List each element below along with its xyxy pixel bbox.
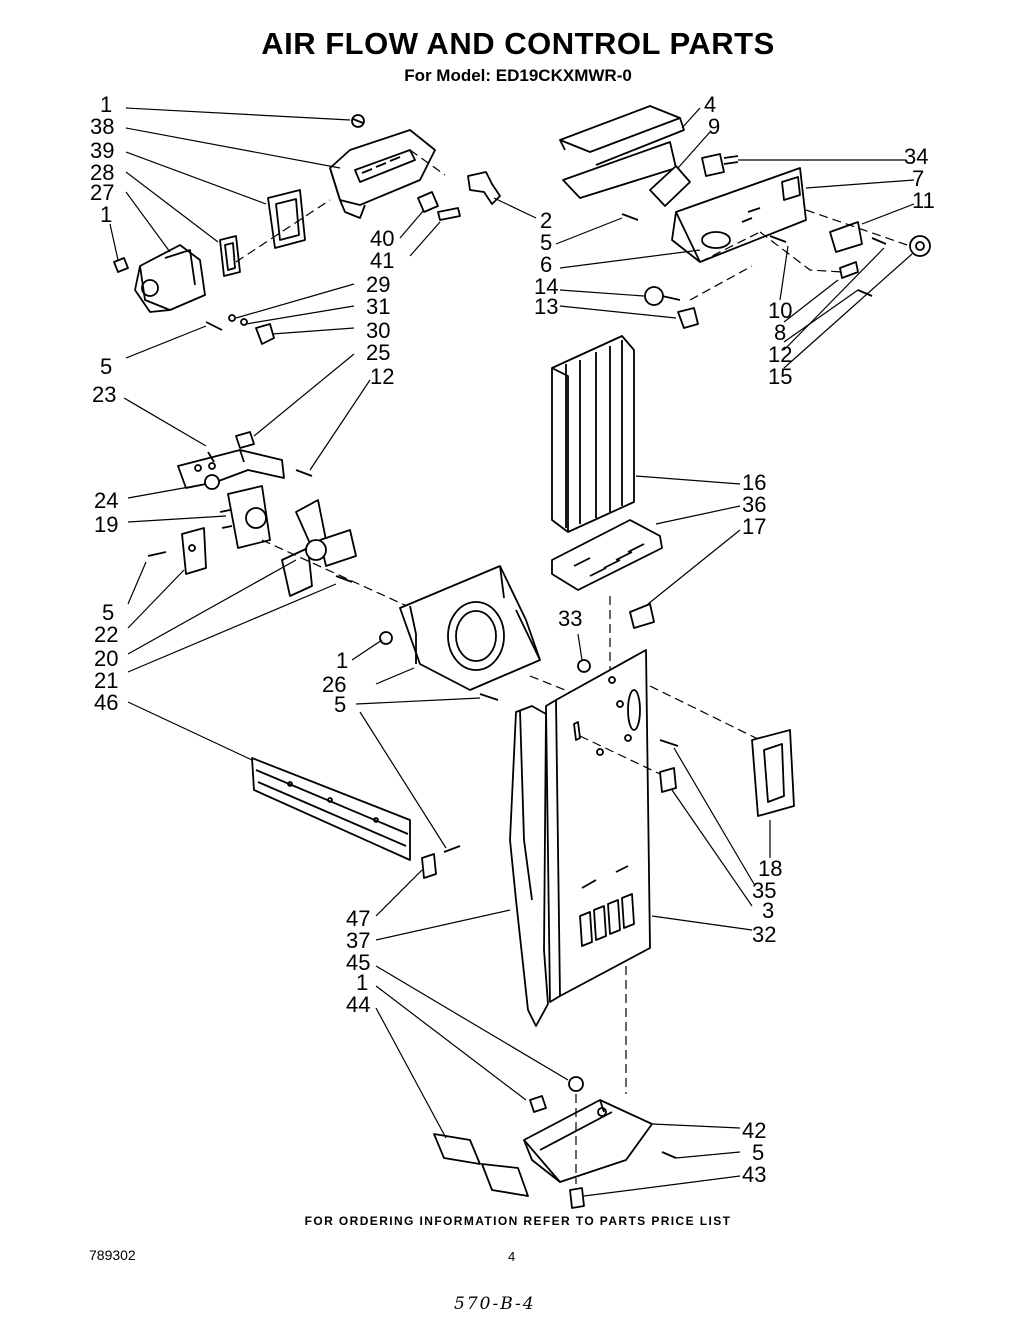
- callout: 42: [742, 1118, 766, 1143]
- callout: 37: [346, 928, 370, 953]
- callout: 6: [540, 252, 552, 277]
- callout: 16: [742, 470, 766, 495]
- callout: 9: [708, 114, 720, 139]
- callout: 5: [752, 1140, 764, 1165]
- callout: 3: [762, 898, 774, 923]
- callout: 12: [768, 342, 792, 367]
- callout: 18: [758, 856, 782, 881]
- light-control-group: [559, 105, 931, 301]
- callout: 34: [904, 144, 928, 169]
- callout: 47: [346, 906, 370, 931]
- callout: 38: [90, 114, 114, 139]
- rear-cover-group: [509, 649, 795, 1094]
- callout: 14: [534, 274, 558, 299]
- callout: 13: [534, 294, 558, 319]
- callout: 10: [768, 298, 792, 323]
- callout: 24: [94, 488, 118, 513]
- ordering-note: FOR ORDERING INFORMATION REFER TO PARTS …: [304, 1214, 732, 1228]
- callout: 22: [94, 622, 118, 647]
- model-line: For Model: ED19CKXMWR-0: [404, 66, 632, 85]
- fan-motor-group: [147, 431, 421, 613]
- callout: 5: [334, 692, 346, 717]
- callout: 1: [100, 202, 112, 227]
- callout: 33: [558, 606, 582, 631]
- callout: 43: [742, 1162, 766, 1187]
- callout: 36: [742, 492, 766, 517]
- callout: 19: [94, 512, 118, 537]
- callout: 40: [370, 226, 394, 251]
- callout-numbers: 1 38 39 28 27 1 29 31 30 5 25 12 23 24 1…: [90, 92, 935, 1187]
- page-number: 4: [508, 1249, 516, 1264]
- fan-shroud-group: [379, 565, 591, 701]
- callout: 7: [912, 166, 924, 191]
- air-duct-group: [551, 335, 663, 676]
- callout: 31: [366, 294, 390, 319]
- callout: 20: [94, 646, 118, 671]
- drain-group: [433, 1076, 677, 1209]
- callout: 23: [92, 382, 116, 407]
- callout: 30: [366, 318, 390, 343]
- baffle-group: [251, 757, 461, 879]
- callout: 29: [366, 272, 390, 297]
- control-housing-group: [113, 114, 461, 345]
- callout: 35: [752, 878, 776, 903]
- handwritten-note: 570-B-4: [454, 1294, 536, 1314]
- callout: 39: [90, 138, 114, 163]
- callout: 4: [704, 92, 716, 117]
- callout: 5: [100, 354, 112, 379]
- callout: 27: [90, 180, 114, 205]
- callout: 46: [94, 690, 118, 715]
- callout: 15: [768, 364, 792, 389]
- callout: 5: [540, 230, 552, 255]
- callout: 41: [370, 248, 394, 273]
- page-title: AIR FLOW AND CONTROL PARTS: [261, 26, 775, 61]
- callout: 17: [742, 514, 766, 539]
- callout: 45: [346, 950, 370, 975]
- callout: 1: [356, 970, 368, 995]
- callout: 8: [774, 320, 786, 345]
- callout: 1: [336, 648, 348, 673]
- callout: 11: [912, 188, 935, 213]
- callout: 2: [540, 208, 552, 233]
- center-top-parts: [467, 171, 717, 329]
- callout: 25: [366, 340, 390, 365]
- callout: 5: [102, 600, 114, 625]
- callout: 28: [90, 160, 114, 185]
- callout: 26: [322, 672, 346, 697]
- callout: 44: [346, 992, 370, 1017]
- callout: 1: [100, 92, 112, 117]
- callout: 32: [752, 922, 776, 947]
- leader-lines: [109, 107, 915, 1197]
- callout: 12: [370, 364, 394, 389]
- document-number: 789302: [89, 1247, 136, 1263]
- callout: 21: [94, 668, 118, 693]
